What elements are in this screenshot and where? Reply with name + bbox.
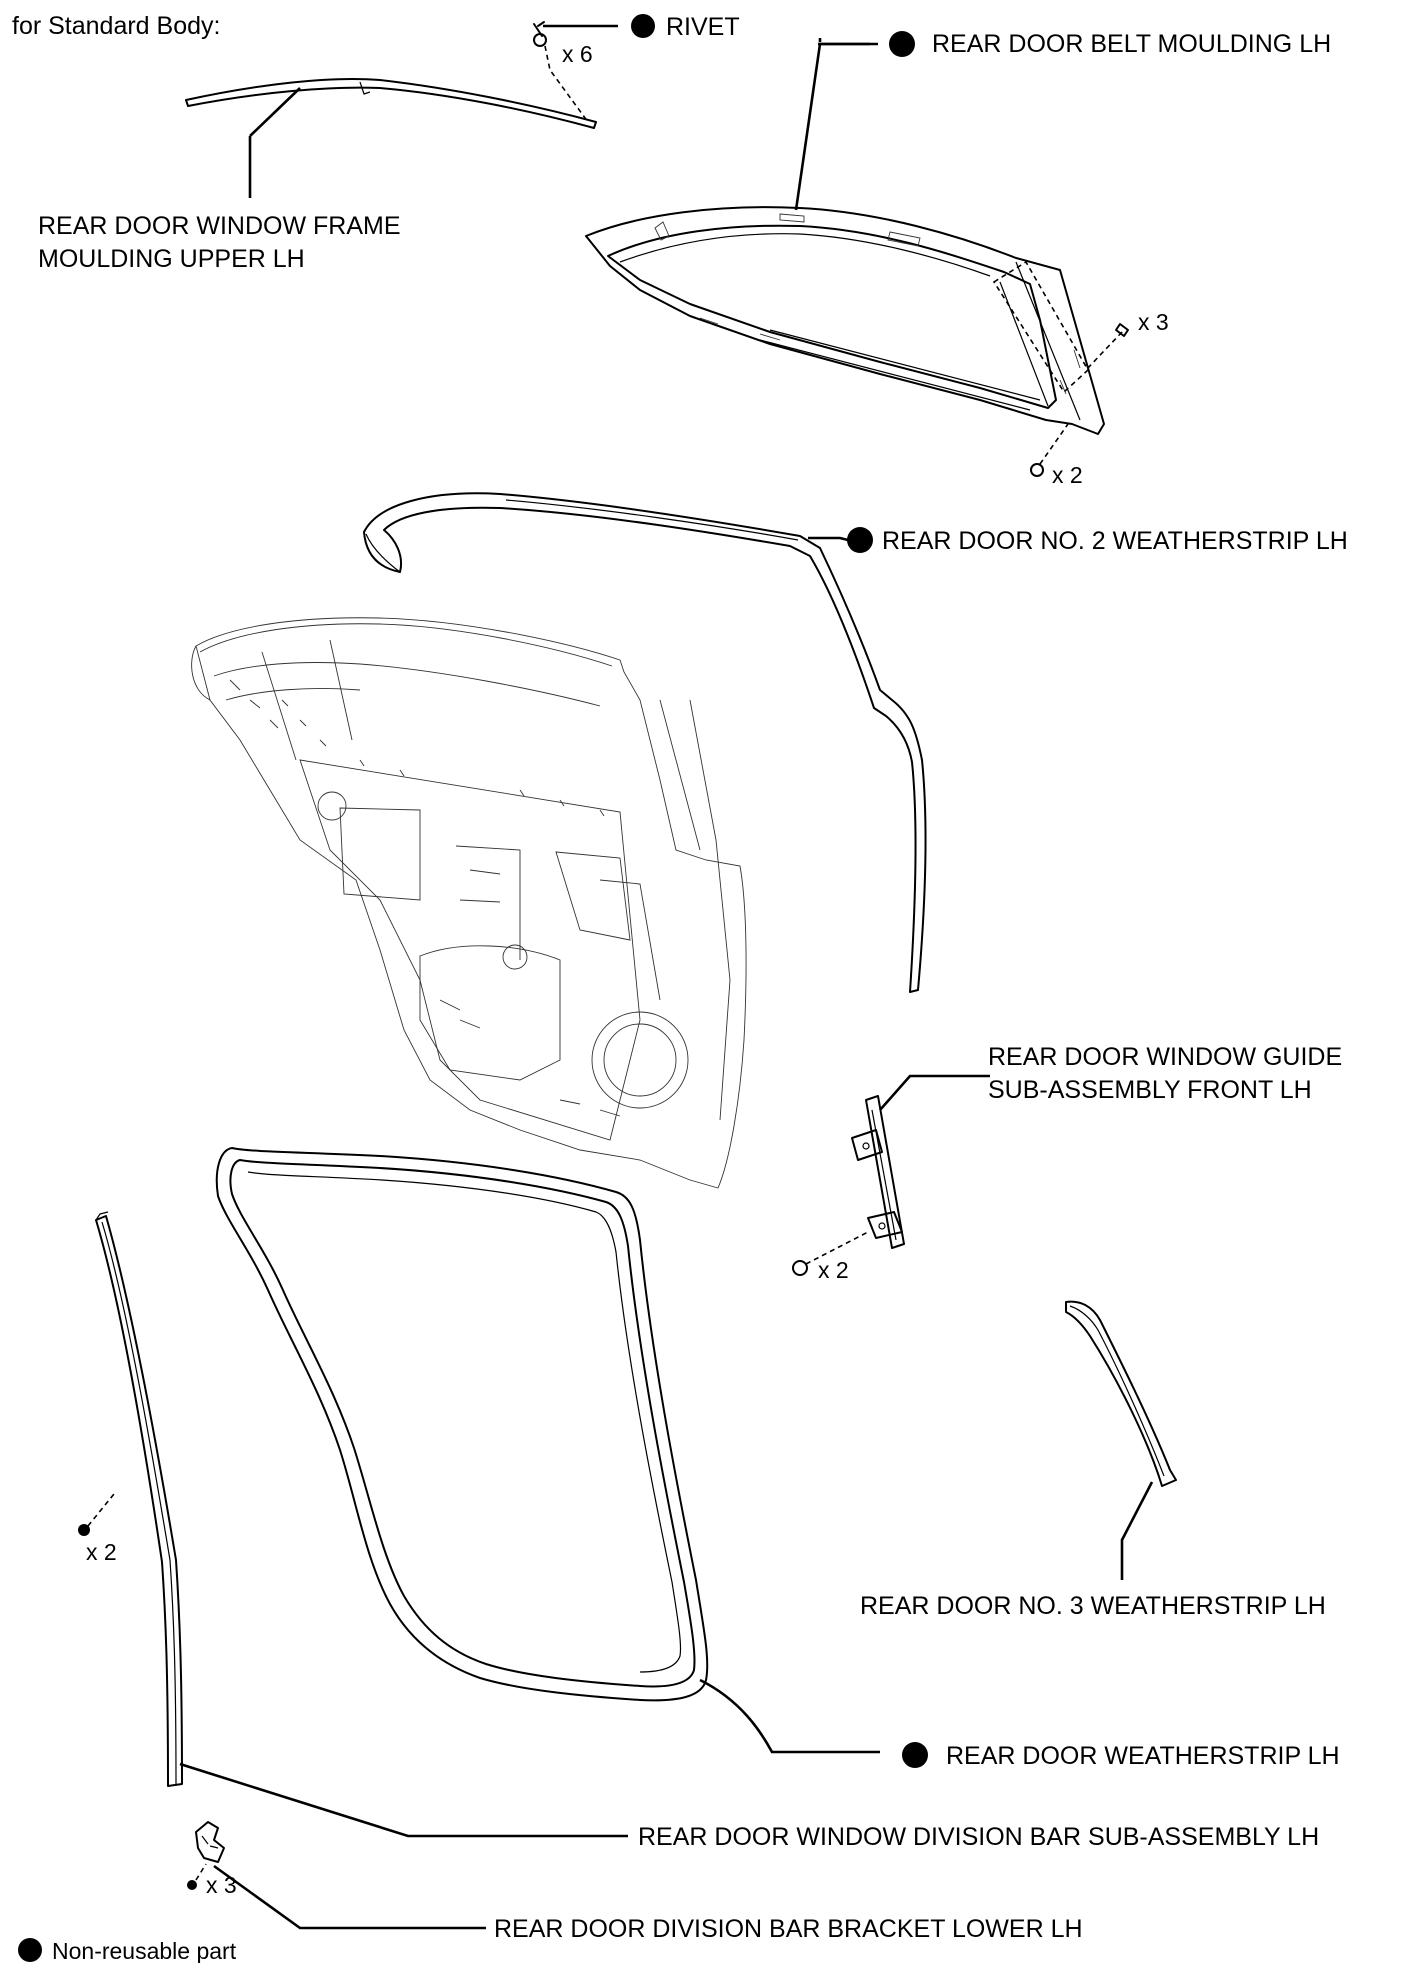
door-weatherstrip-part: REAR DOOR WEATHERSTRIP LH [215, 1147, 1340, 1770]
belt-moulding-part: REAR DOOR BELT MOULDING LH x 3 x 2 [585, 30, 1331, 488]
rivet-part: RIVET x 6 [533, 13, 740, 123]
window-guide-label-line1: REAR DOOR WINDOW GUIDE [988, 1043, 1342, 1071]
no3-weatherstrip-label: REAR DOOR NO. 3 WEATHERSTRIP LH [860, 1592, 1326, 1620]
frame-moulding-label-line1: REAR DOOR WINDOW FRAME [38, 212, 401, 240]
division-bar-part: REAR DOOR WINDOW DIVISION BAR SUB-ASSEMB… [78, 1211, 1319, 1851]
belt-lower-quantity: x 2 [1052, 462, 1083, 488]
rivet-icon [792, 1260, 808, 1276]
frame-moulding-leader-line [249, 87, 301, 137]
rivet-label: RIVET [666, 13, 740, 41]
rivet-icon [533, 33, 547, 47]
rivet-quantity: x 6 [562, 41, 593, 67]
window-guide-quantity: x 2 [818, 1257, 849, 1283]
non-reusable-marker-icon [902, 1742, 928, 1768]
no3-weatherstrip-part: REAR DOOR NO. 3 WEATHERSTRIP LH [860, 1300, 1326, 1620]
frame-moulding-part: REAR DOOR WINDOW FRAME MOULDING UPPER LH [38, 78, 597, 273]
division-bracket-label: REAR DOOR DIVISION BAR BRACKET LOWER LH [494, 1915, 1083, 1943]
legend: Non-reusable part [18, 1938, 237, 1964]
rivet-icon [1030, 463, 1044, 477]
non-reusable-legend-icon [18, 1938, 42, 1962]
diagram-title: for Standard Body: [12, 12, 220, 40]
belt-moulding-label: REAR DOOR BELT MOULDING LH [932, 30, 1331, 58]
door-weatherstrip-leader-line [699, 1678, 880, 1754]
rivet-icon [1115, 323, 1129, 337]
no2-weatherstrip-label: REAR DOOR NO. 2 WEATHERSTRIP LH [882, 527, 1348, 555]
non-reusable-marker-icon [847, 527, 873, 553]
rivet-guide-line [544, 45, 589, 123]
legend-label: Non-reusable part [52, 1938, 237, 1963]
division-bracket-quantity: x 3 [206, 1872, 237, 1898]
window-guide-part: REAR DOOR WINDOW GUIDE SUB-ASSEMBLY FRON… [792, 1043, 1342, 1283]
rivet-icon [78, 1524, 90, 1536]
division-bracket-part: REAR DOOR DIVISION BAR BRACKET LOWER LH … [187, 1821, 1083, 1943]
division-bar-leader-line [179, 1762, 628, 1838]
division-bracket-leader-line [213, 1864, 486, 1930]
belt-moulding-leader-line [794, 42, 870, 211]
no2-weatherstrip-part: REAR DOOR NO. 2 WEATHERSTRIP LH [363, 492, 1348, 993]
window-guide-label-line2: SUB-ASSEMBLY FRONT LH [988, 1076, 1312, 1104]
frame-moulding-label-line2: MOULDING UPPER LH [38, 245, 305, 273]
division-bar-label: REAR DOOR WINDOW DIVISION BAR SUB-ASSEMB… [638, 1823, 1319, 1851]
non-reusable-marker-icon [889, 31, 915, 57]
rivet-icon [187, 1880, 197, 1890]
non-reusable-marker-icon [631, 14, 655, 38]
door-panel-part [191, 617, 747, 1189]
no3-weatherstrip-leader-line [1120, 1481, 1154, 1580]
division-bar-quantity: x 2 [86, 1539, 117, 1565]
door-weatherstrip-label: REAR DOOR WEATHERSTRIP LH [946, 1742, 1340, 1770]
window-guide-leader-line [879, 1074, 990, 1111]
belt-upper-quantity: x 3 [1138, 309, 1169, 335]
